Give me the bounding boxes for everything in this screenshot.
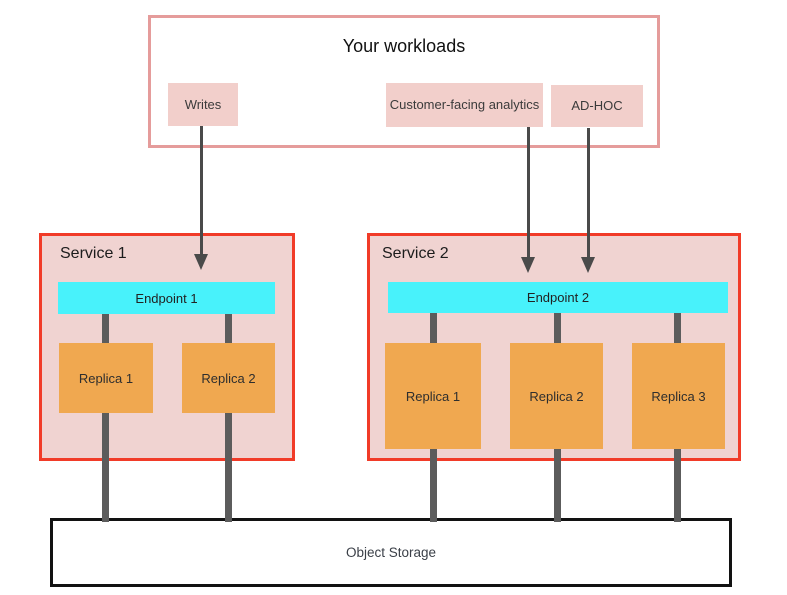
writes-arrow-down-icon [194, 254, 208, 270]
connector-line [225, 314, 232, 343]
adhoc-arrow-down-icon [581, 257, 595, 273]
endpoint-2-bar: Endpoint 2 [388, 282, 728, 313]
service-1-title: Service 1 [60, 245, 127, 262]
service-2-title: Service 2 [382, 245, 449, 262]
service-2-replica-3: Replica 3 [632, 343, 725, 449]
workloads-box: Your workloads Writes Customer-facing an… [148, 15, 660, 148]
connector-line [225, 413, 232, 522]
service-1-box: Service 1 Endpoint 1 Replica 1 Replica 2 [39, 233, 295, 461]
adhoc-node: AD-HOC [551, 85, 643, 127]
connector-line [674, 313, 681, 343]
connector-line [430, 449, 437, 522]
writes-node: Writes [168, 83, 238, 126]
analytics-arrow-line [527, 127, 530, 257]
endpoint-1-bar: Endpoint 1 [58, 282, 275, 314]
object-storage-label: Object Storage [345, 545, 437, 560]
connector-line [102, 413, 109, 522]
service-2-replica-1: Replica 1 [385, 343, 481, 449]
connector-line [554, 313, 561, 343]
adhoc-arrow-line [587, 128, 590, 257]
service-1-replica-1: Replica 1 [59, 343, 153, 413]
connector-line [430, 313, 437, 343]
connector-line [554, 449, 561, 522]
analytics-arrow-down-icon [521, 257, 535, 273]
connector-line [674, 449, 681, 522]
object-storage-box: Object Storage [50, 518, 732, 587]
writes-arrow-line [200, 126, 203, 254]
service-2-box: Service 2 Endpoint 2 Replica 1 Replica 2… [367, 233, 741, 461]
service-1-replica-2: Replica 2 [182, 343, 275, 413]
service-2-replica-2: Replica 2 [510, 343, 603, 449]
connector-line [102, 314, 109, 343]
workloads-title: Your workloads [342, 36, 466, 56]
customer-facing-analytics-node: Customer-facing analytics [386, 83, 543, 127]
